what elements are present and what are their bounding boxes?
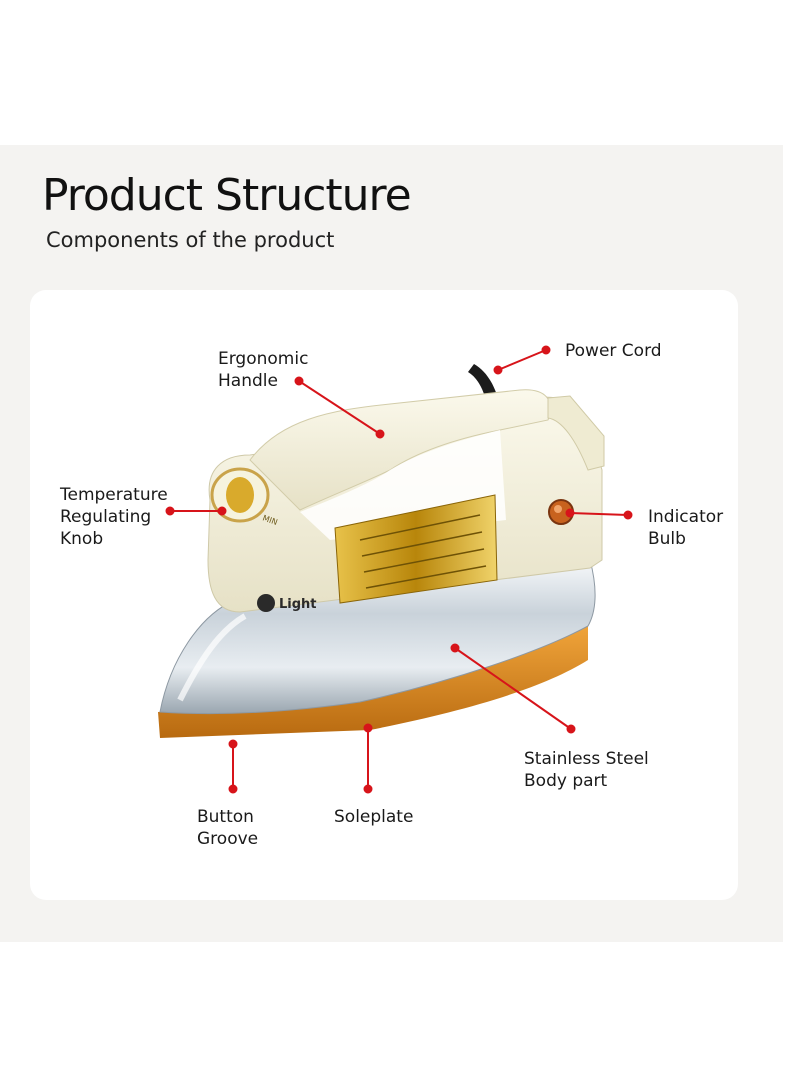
label-stainless-body: Stainless Steel Body part bbox=[524, 749, 649, 791]
stainless-body-pointer bbox=[450, 643, 576, 734]
soleplate-pointer bbox=[363, 723, 373, 794]
iron-handle bbox=[249, 389, 552, 511]
page-subtitle: Components of the product bbox=[46, 228, 335, 252]
power-cord-pointer bbox=[493, 345, 551, 375]
ergonomic-handle-pointer bbox=[294, 376, 385, 439]
indicator-bulb-pointer bbox=[565, 508, 633, 520]
label-button-groove: Button Groove bbox=[197, 807, 259, 849]
brand-label: Light bbox=[279, 597, 317, 612]
label-indicator-bulb: Indicator Bulb bbox=[648, 507, 724, 549]
label-soleplate: Soleplate bbox=[334, 807, 414, 827]
label-ergonomic-handle: Ergonomic Handle bbox=[218, 349, 309, 391]
label-temperature-knob: Temperature Regulating Knob bbox=[60, 485, 168, 549]
page-title: Product Structure bbox=[42, 170, 412, 221]
button-groove-pointer bbox=[228, 739, 238, 794]
brand-logo-icon bbox=[257, 594, 275, 612]
label-power-cord: Power Cord bbox=[565, 341, 662, 361]
temperature-knob-pointer bbox=[165, 506, 227, 516]
gold-label-plate bbox=[334, 494, 498, 604]
